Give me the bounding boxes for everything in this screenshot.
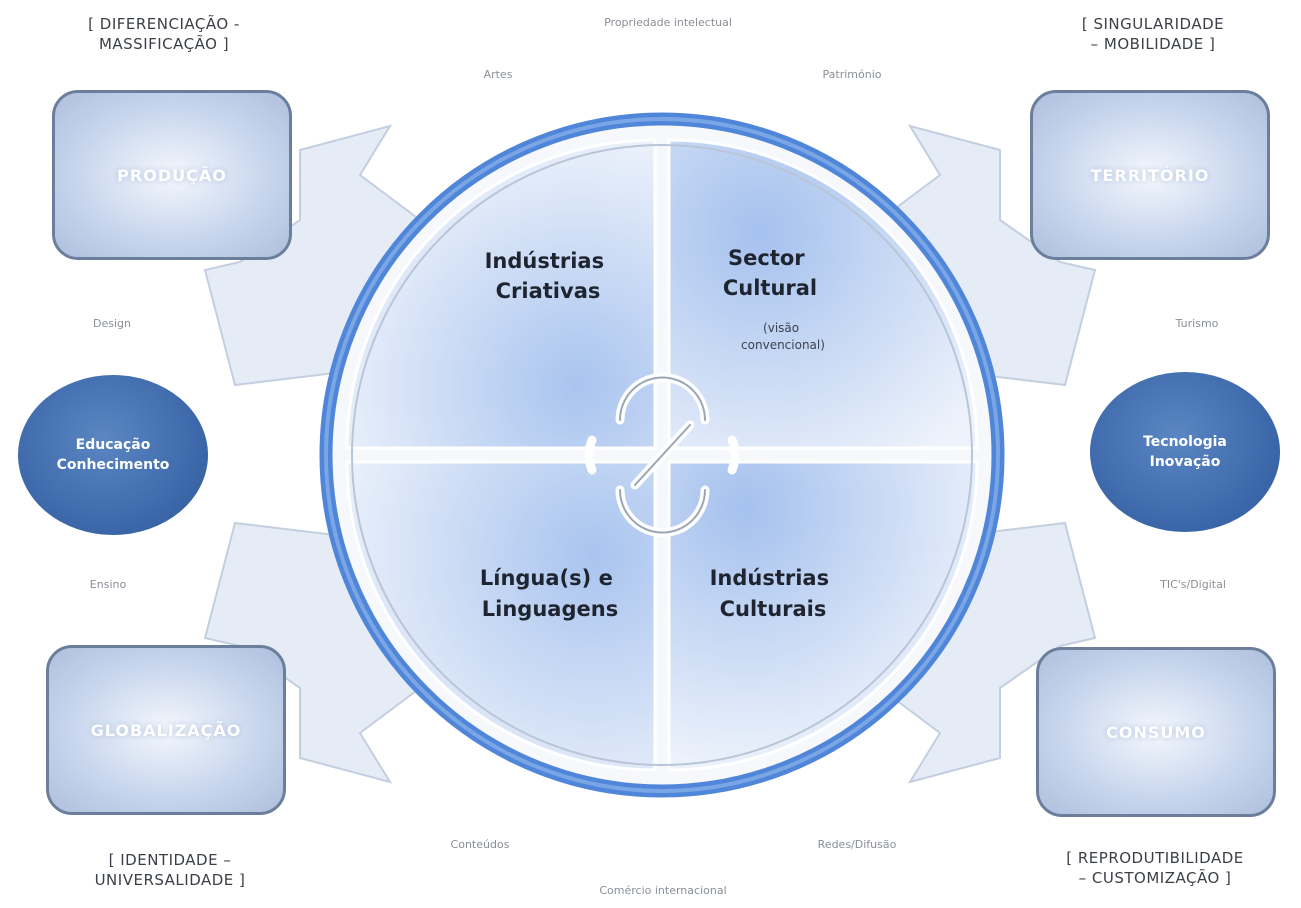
oval-educacao-conhecimento: Educação Conhecimento <box>18 375 208 535</box>
box-consumo-label: CONSUMO <box>1106 722 1206 742</box>
label-ensino: Ensino <box>89 578 127 591</box>
oval-left-line1: Educação <box>75 437 151 453</box>
label-comercio-internacional: Comércio internacional <box>599 884 727 897</box>
outer-ring-highlight <box>324 117 1000 793</box>
quadrant-top-right <box>667 138 979 450</box>
oval-tecnologia-inovacao: Tecnologia Inovação <box>1090 372 1280 532</box>
quadrant-bottom-left <box>345 460 657 772</box>
box-producao-label: PRODUÇÃO <box>117 165 227 185</box>
label-turismo: Turismo <box>1175 317 1219 330</box>
box-territorio-label: TERRITÓRIO <box>1090 165 1210 185</box>
center-cycle-outline <box>619 376 706 534</box>
oval-right-line1: Tecnologia <box>1143 434 1227 450</box>
oval-left-line2: Conhecimento <box>56 457 170 473</box>
quadrant-title-linguas-linguagens: Língua(s) e Linguagens <box>480 566 620 621</box>
quadrant-top-left <box>345 138 657 450</box>
label-top-left: [ DIFERENCIAÇÃO - MASSIFICAÇÃO ] <box>34 14 294 54</box>
label-bottom-left-line2: UNIVERSALIDADE ] <box>94 871 246 889</box>
box-producao: PRODUÇÃO <box>52 90 292 260</box>
box-consumo: CONSUMO <box>1036 647 1276 817</box>
label-top-left-line1: [ DIFERENCIAÇÃO - <box>88 15 240 33</box>
label-redes-difusao: Redes/Difusão <box>817 838 897 851</box>
label-tic-digital: TIC's/Digital <box>1160 578 1226 591</box>
quadrant-bottom-right <box>667 460 979 772</box>
label-propriedade-intelectual: Propriedade intelectual <box>604 16 732 29</box>
oval-right-line2: Inovação <box>1149 454 1221 470</box>
quadrant-subtitle-visao-convencional: (visão convencional) <box>741 321 825 352</box>
label-artes: Artes <box>483 68 513 81</box>
inner-ring-outline <box>351 144 973 766</box>
label-bottom-right: [ REPRODUTIBILIDADE – CUSTOMIZAÇÃO ] <box>1025 848 1285 888</box>
label-top-right: [ SINGULARIDADE – MOBILIDADE ] <box>1023 14 1283 54</box>
label-design: Design <box>93 317 131 330</box>
label-bottom-left: [ IDENTIDADE – UNIVERSALIDADE ] <box>40 850 300 890</box>
label-conteudos: Conteúdos <box>450 838 510 851</box>
quadrant-title-industrias-culturais: Indústrias Culturais <box>710 566 837 621</box>
label-top-right-line2: – MOBILIDADE ] <box>1090 35 1216 53</box>
box-globalizacao-label: GLOBALIZAÇÃO <box>90 720 242 740</box>
box-territorio: TERRITÓRIO <box>1030 90 1270 260</box>
label-patrimonio: Património <box>822 68 882 81</box>
label-bottom-left-line1: [ IDENTIDADE – <box>108 851 232 869</box>
label-top-right-line1: [ SINGULARIDADE <box>1081 15 1225 33</box>
label-bottom-right-line1: [ REPRODUTIBILIDADE <box>1066 849 1244 867</box>
box-globalizacao: GLOBALIZAÇÃO <box>46 645 286 815</box>
quadrant-title-industrias-criativas: Indústrias Criativas <box>485 249 612 303</box>
label-top-left-line2: MASSIFICAÇÃO ] <box>98 35 230 53</box>
label-bottom-right-line2: – CUSTOMIZAÇÃO ] <box>1078 869 1232 887</box>
quadrant-title-sector-cultural: Sector Cultural <box>723 246 817 300</box>
